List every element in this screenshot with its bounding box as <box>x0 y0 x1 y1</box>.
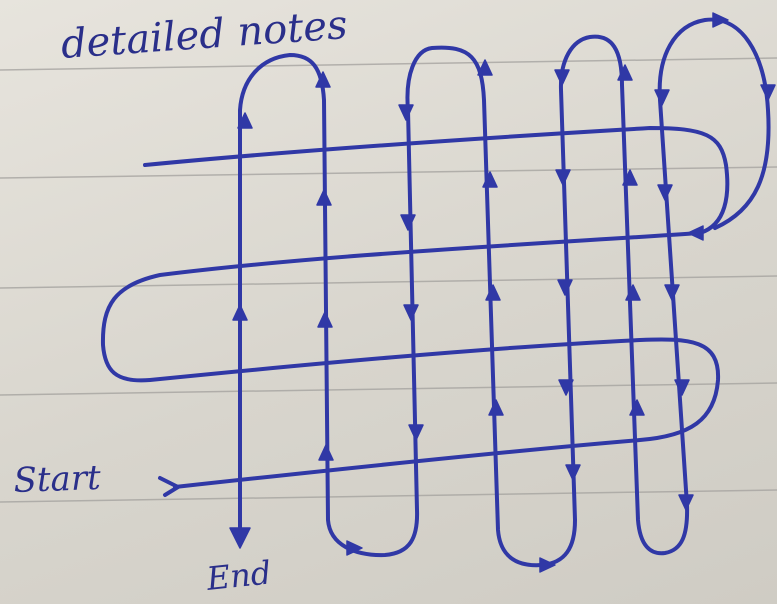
hand-drawn-path <box>100 17 771 568</box>
arrow-down-marker <box>760 84 776 101</box>
arrow-down-marker <box>657 184 673 201</box>
arrow-up-marker <box>232 304 248 321</box>
arrow-down-marker <box>554 69 570 86</box>
arrow-right-marker <box>712 12 729 28</box>
arrow-up-marker <box>316 189 332 206</box>
arrow-down-marker <box>400 214 416 231</box>
arrow-down-marker <box>398 104 414 121</box>
arrow-right-marker <box>346 540 363 556</box>
arrow-up-marker <box>318 444 334 461</box>
arrow-down-marker <box>558 379 574 396</box>
start-pointer <box>158 476 180 497</box>
rule-line <box>0 57 777 71</box>
arrow-up-marker <box>629 399 645 416</box>
arrow-up-marker <box>237 112 253 129</box>
end-arrow-marker <box>229 527 251 549</box>
arrow-up-marker <box>477 59 493 76</box>
arrow-down-marker <box>674 379 690 396</box>
arrow-up-marker <box>622 169 638 186</box>
vertical-serpentine <box>238 17 771 568</box>
arrow-down-marker <box>557 279 573 296</box>
arrow-down-marker <box>678 494 694 511</box>
rule-line <box>0 275 777 289</box>
arrow-up-marker <box>317 311 333 328</box>
arrow-up-marker <box>485 284 501 301</box>
arrow-down-marker <box>654 89 670 106</box>
arrow-down-marker <box>403 304 419 321</box>
arrow-up-marker <box>625 284 641 301</box>
rule-line <box>0 382 777 396</box>
rule-line <box>0 166 777 179</box>
arrow-down-marker <box>664 284 680 301</box>
arrow-down-marker <box>555 169 571 186</box>
arrow-up-marker <box>482 171 498 188</box>
arrow-down-marker <box>408 424 424 441</box>
end-label: End <box>204 553 273 598</box>
arrow-up-marker <box>315 71 331 88</box>
horizontal-serpentine <box>100 126 730 489</box>
arrow-up-marker <box>488 399 504 416</box>
arrow-right-marker <box>539 557 556 573</box>
arrow-down-marker <box>565 464 581 481</box>
arrow-markers <box>229 12 776 573</box>
start-label: Start <box>13 458 102 501</box>
arrow-up-marker <box>617 64 633 81</box>
arrow-left-marker <box>687 225 704 241</box>
rule-line <box>0 489 777 503</box>
